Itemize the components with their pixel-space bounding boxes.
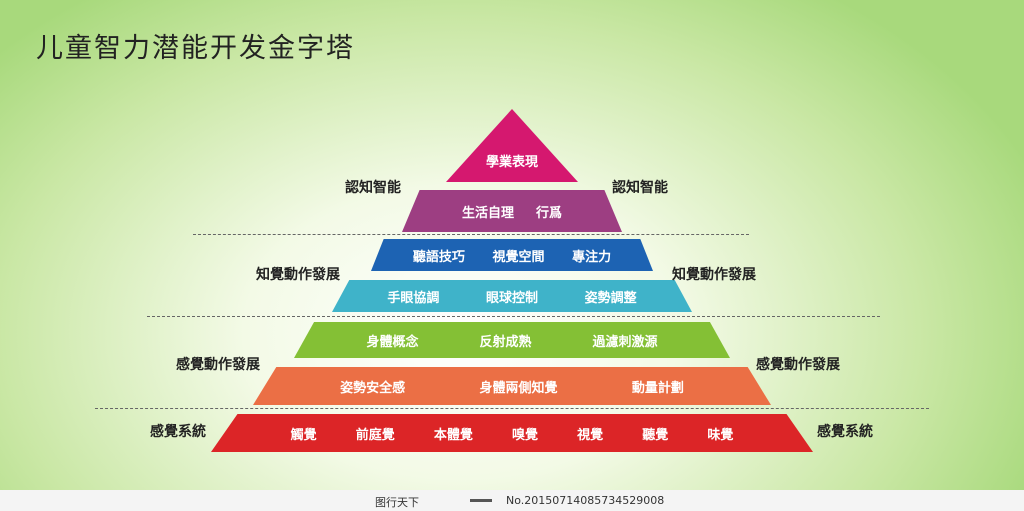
layer-item: 聽覺 <box>642 427 669 443</box>
layer-item: 味覺 <box>707 427 734 443</box>
layer-item: 姿勢調整 <box>584 290 637 306</box>
pyramid-layer-7: 觸覺 前庭覺 本體覺 嗅覺 視覺 聽覺 味覺 <box>211 414 813 452</box>
side-label-cognitive-left: 認知智能 <box>345 180 401 196</box>
layer-item: 身體概念 <box>366 334 419 350</box>
side-label-sensory-left: 感覺系統 <box>150 424 206 440</box>
layer-item: 身體兩側知覺 <box>479 380 558 396</box>
pyramid-layer-6: 姿勢安全感 身體兩側知覺 動量計劃 <box>253 367 771 405</box>
layer-item: 姿勢安全感 <box>340 380 406 396</box>
pyramid-apex <box>446 109 578 182</box>
image-number: No.20150714085734529008 <box>506 494 665 507</box>
pyramid-layer-5: 身體概念 反射成熟 過濾刺激源 <box>294 322 730 358</box>
layer-item: 生活自理 <box>461 205 514 221</box>
site-logo: 图行天下 <box>375 496 419 509</box>
layer-item: 眼球控制 <box>485 290 538 306</box>
side-label-perceptual-right: 知覺動作發展 <box>672 267 756 283</box>
page-title: 儿童智力潜能开发金字塔 <box>36 33 355 64</box>
layer-item: 動量計劃 <box>631 380 684 396</box>
watermark-footer: 图行天下 No.20150714085734529008 <box>0 490 1024 511</box>
layer-item: 本體覺 <box>433 427 473 443</box>
layer-item: 聽語技巧 <box>412 249 465 265</box>
apex-label: 學業表現 <box>485 155 538 170</box>
layer-item: 嗅覺 <box>511 427 538 443</box>
layer-item: 行爲 <box>536 205 563 221</box>
divider-cognitive <box>193 234 749 235</box>
pyramid-layer-4: 手眼協調 眼球控制 姿勢調整 <box>332 280 692 312</box>
divider-perceptual <box>147 316 880 317</box>
layer-item: 視覺 <box>577 427 604 443</box>
side-label-sensory-motor-left: 感覺動作發展 <box>176 357 260 373</box>
side-label-sensory-motor-right: 感覺動作發展 <box>756 357 840 373</box>
layer-item: 觸覺 <box>290 427 317 443</box>
layer-item: 視覺空間 <box>492 249 545 265</box>
side-label-sensory-right: 感覺系統 <box>817 424 873 440</box>
layer-item: 專注力 <box>572 249 612 265</box>
side-label-cognitive-right: 認知智能 <box>612 180 668 196</box>
divider <box>470 499 492 502</box>
side-label-perceptual-left: 知覺動作發展 <box>256 267 340 283</box>
layer-item: 手眼協調 <box>387 290 440 306</box>
layer-item: 過濾刺激源 <box>592 334 658 350</box>
pyramid-layer-3: 聽語技巧 視覺空間 專注力 <box>371 239 653 271</box>
pyramid-layer-2: 生活自理 行爲 <box>402 190 622 232</box>
layer-item: 前庭覺 <box>355 427 395 443</box>
divider-sensory <box>95 408 929 409</box>
layer-item: 反射成熟 <box>479 334 532 350</box>
